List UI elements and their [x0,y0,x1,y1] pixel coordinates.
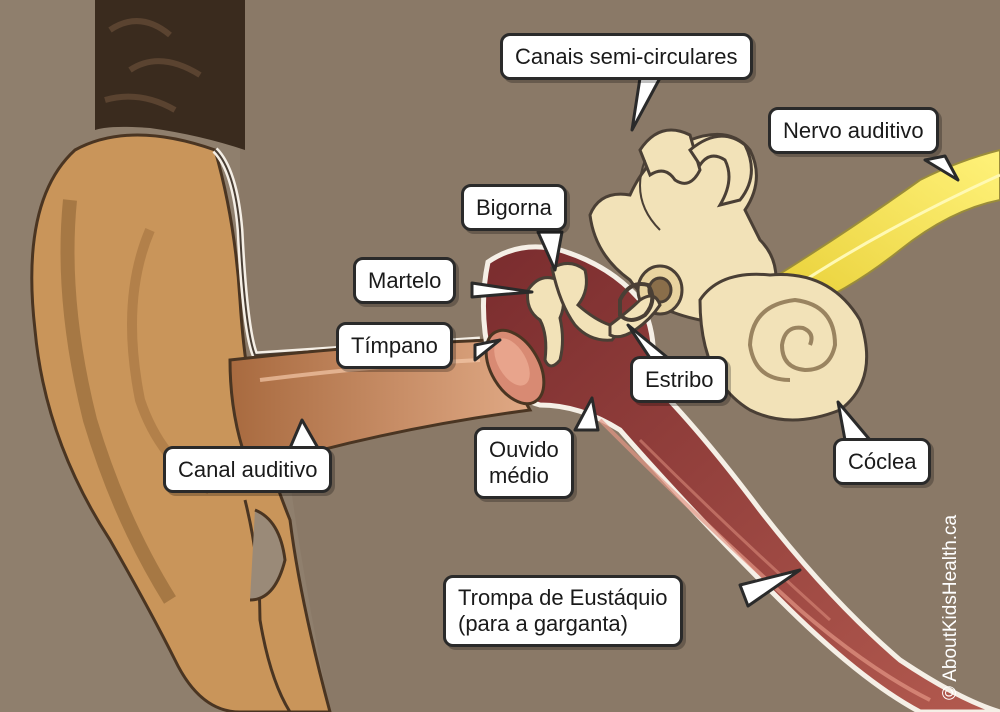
label-eardrum: Tímpano [336,322,453,369]
label-middle-ear-line2: médio [489,463,549,488]
cochlea [698,272,869,422]
label-stapes: Estribo [630,356,729,403]
callout-pointers [288,76,960,608]
label-auditory-nerve: Nervo auditivo [768,107,939,154]
label-eustachian-tube-line1: Trompa de Eustáquio [458,585,668,610]
label-ear-canal: Canal auditivo [163,446,333,493]
label-eustachian-tube-line2: (para a garganta) [458,611,628,636]
label-cochlea: Cóclea [833,438,932,485]
ossicles [526,262,662,368]
label-middle-ear: Ouvido médio [474,427,574,499]
label-semicircular-canals: Canais semi-circulares [500,33,753,80]
auditory-nerve [768,148,1000,312]
label-malleus: Martelo [353,257,457,304]
hair [95,0,245,150]
label-incus: Bigorna [461,184,567,231]
copyright-credit: © AboutKidsHealth.ca [940,514,961,700]
label-eustachian-tube: Trompa de Eustáquio (para a garganta) [443,575,683,647]
label-middle-ear-line1: Ouvido [489,437,559,462]
